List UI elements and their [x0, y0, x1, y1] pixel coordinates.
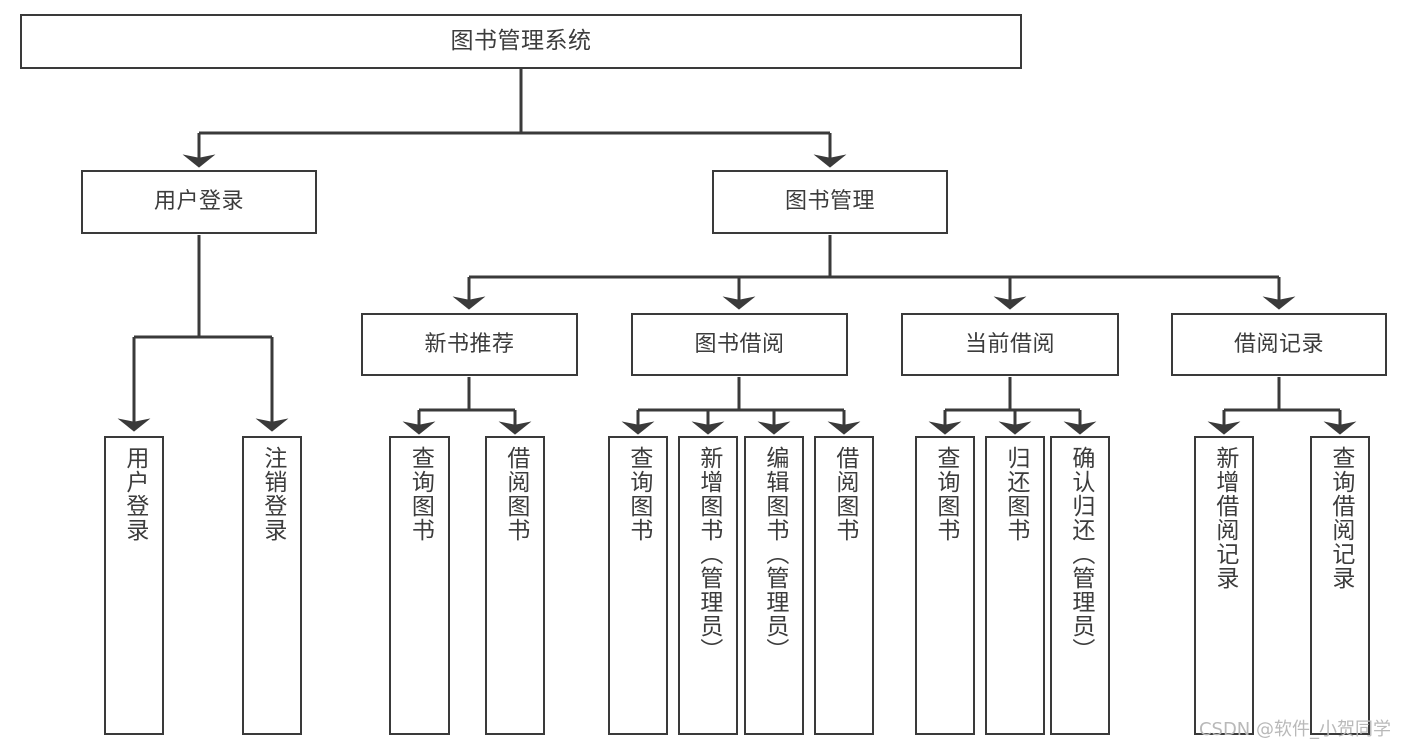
- node-label: 当前借阅: [964, 331, 1055, 357]
- node-label: 图书借阅: [694, 331, 785, 357]
- node-label: 新书推荐: [424, 331, 515, 357]
- node-label: 查询图书: [932, 446, 959, 542]
- node-label: 查询图书: [407, 446, 434, 542]
- node-leaf-return-book[interactable]: 归还图书: [985, 436, 1045, 735]
- node-leaf-borrow-book-new[interactable]: 借阅图书: [485, 436, 545, 735]
- node-leaf-query-book-borrow[interactable]: 查询图书: [608, 436, 668, 735]
- node-label: 归还图书: [1002, 446, 1029, 542]
- node-label: 借阅记录: [1233, 331, 1324, 357]
- node-label: 新增图书（管理员）: [695, 446, 722, 662]
- node-label: 图书管理: [784, 189, 875, 215]
- node-book-management[interactable]: 图书管理: [712, 170, 948, 234]
- node-borrowing-records[interactable]: 借阅记录: [1171, 313, 1387, 376]
- node-leaf-logout[interactable]: 注销登录: [242, 436, 302, 735]
- node-leaf-add-borrow-record[interactable]: 新增借阅记录: [1194, 436, 1254, 735]
- node-book-borrowing[interactable]: 图书借阅: [631, 313, 848, 376]
- node-leaf-query-book-new[interactable]: 查询图书: [389, 436, 450, 735]
- node-leaf-query-book-current[interactable]: 查询图书: [915, 436, 975, 735]
- node-leaf-query-borrow-record[interactable]: 查询借阅记录: [1310, 436, 1370, 735]
- node-new-book-recommendation[interactable]: 新书推荐: [361, 313, 578, 376]
- node-label: 新增借阅记录: [1211, 446, 1238, 590]
- node-leaf-edit-book-admin[interactable]: 编辑图书（管理员）: [744, 436, 804, 735]
- node-leaf-confirm-return-admin[interactable]: 确认归还（管理员）: [1050, 436, 1110, 735]
- node-label: 编辑图书（管理员）: [761, 446, 788, 662]
- node-label: 注销登录: [259, 446, 286, 542]
- node-book-management-system[interactable]: 图书管理系统: [20, 14, 1022, 69]
- node-label: 查询图书: [625, 446, 652, 542]
- node-leaf-add-book-admin[interactable]: 新增图书（管理员）: [678, 436, 738, 735]
- node-label: 确认归还（管理员）: [1067, 446, 1094, 662]
- node-leaf-borrow-book[interactable]: 借阅图书: [814, 436, 874, 735]
- node-label: 用户登录: [153, 189, 244, 215]
- node-current-borrowing[interactable]: 当前借阅: [901, 313, 1119, 376]
- node-label: 用户登录: [121, 446, 148, 542]
- csdn-watermark: CSDN @软件_小贺同学: [1198, 719, 1391, 740]
- node-leaf-user-login[interactable]: 用户登录: [104, 436, 164, 735]
- node-label: 借阅图书: [502, 446, 529, 542]
- node-label: 图书管理系统: [450, 27, 592, 54]
- node-label: 查询借阅记录: [1327, 446, 1354, 590]
- node-label: 借阅图书: [831, 446, 858, 542]
- node-user-login[interactable]: 用户登录: [81, 170, 317, 234]
